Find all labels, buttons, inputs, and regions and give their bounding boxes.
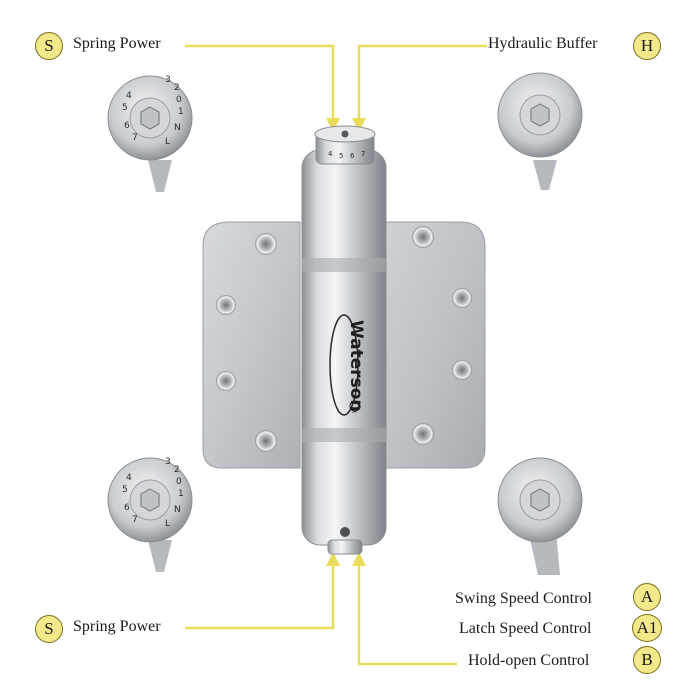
- spring-power-dial-top: [107, 75, 193, 192]
- callout-label-swing-speed: Swing Speed Control: [455, 590, 592, 607]
- dial-numeral: 6: [124, 503, 130, 513]
- dial-numerals-bottom: 0 1 2 3 4 5 6 7 N L: [122, 457, 184, 529]
- dial-numeral: 2: [174, 465, 180, 475]
- callout-badge-a: A: [633, 583, 661, 611]
- callout-label-hold-open: Hold-open Control: [468, 652, 590, 669]
- dial-numeral: 1: [178, 489, 184, 499]
- leader-arrowheads: [326, 118, 366, 566]
- speed-control-dial: [497, 457, 583, 575]
- dial-numeral: 3: [165, 75, 171, 85]
- cap-numeral: 7: [361, 150, 365, 158]
- dial-numeral: 5: [122, 485, 128, 495]
- brand-name: Waterson: [346, 320, 366, 412]
- hydraulic-buffer-dial: [497, 72, 583, 190]
- callout-badge-s-top: S: [35, 32, 63, 60]
- dial-numeral: L: [165, 519, 170, 529]
- dial-numeral: 0: [176, 477, 182, 487]
- waterson-logo: Waterson R: [329, 314, 366, 416]
- cap-numeral: 4: [328, 150, 333, 158]
- callout-label-spring-power-bottom: Spring Power: [73, 618, 161, 635]
- dial-numeral: 5: [122, 103, 128, 113]
- left-leaf-plate: [202, 221, 301, 469]
- cap-numeral: 6: [350, 152, 355, 160]
- dial-numeral: 4: [126, 473, 132, 483]
- callout-badge-s-bottom: S: [35, 615, 63, 643]
- cap-numerals: 4 5 6 7: [328, 150, 365, 160]
- callout-label-spring-power-top: Spring Power: [73, 35, 161, 52]
- callout-badge-h: H: [633, 32, 661, 60]
- dial-numeral: N: [174, 505, 181, 515]
- dial-numeral: L: [165, 137, 170, 147]
- brand-registered-mark: R: [350, 409, 357, 413]
- dial-numeral: 7: [132, 515, 138, 525]
- callout-label-latch-speed: Latch Speed Control: [459, 620, 592, 637]
- right-leaf-plate: [384, 221, 486, 469]
- spring-power-dial-bottom: [107, 457, 193, 572]
- dial-numerals-top: 0 1 2 3 4 5 6 7 N L: [122, 75, 184, 147]
- dial-numeral: 1: [178, 107, 184, 117]
- callout-label-hydraulic-buffer: Hydraulic Buffer: [488, 35, 598, 52]
- dial-numeral: 0: [176, 95, 182, 105]
- callout-badge-b: B: [633, 646, 661, 674]
- dial-numeral: 4: [126, 91, 132, 101]
- dial-numeral: 6: [124, 121, 130, 131]
- dial-numeral: 2: [174, 83, 180, 93]
- callout-badge-a1: A1: [632, 614, 662, 642]
- dial-numeral: 3: [165, 457, 171, 467]
- leader-lines: [185, 44, 487, 666]
- dial-numeral: N: [174, 123, 181, 133]
- hinge-barrel: [301, 125, 387, 555]
- dial-numeral: 7: [132, 133, 138, 143]
- cap-numeral: 5: [339, 152, 343, 160]
